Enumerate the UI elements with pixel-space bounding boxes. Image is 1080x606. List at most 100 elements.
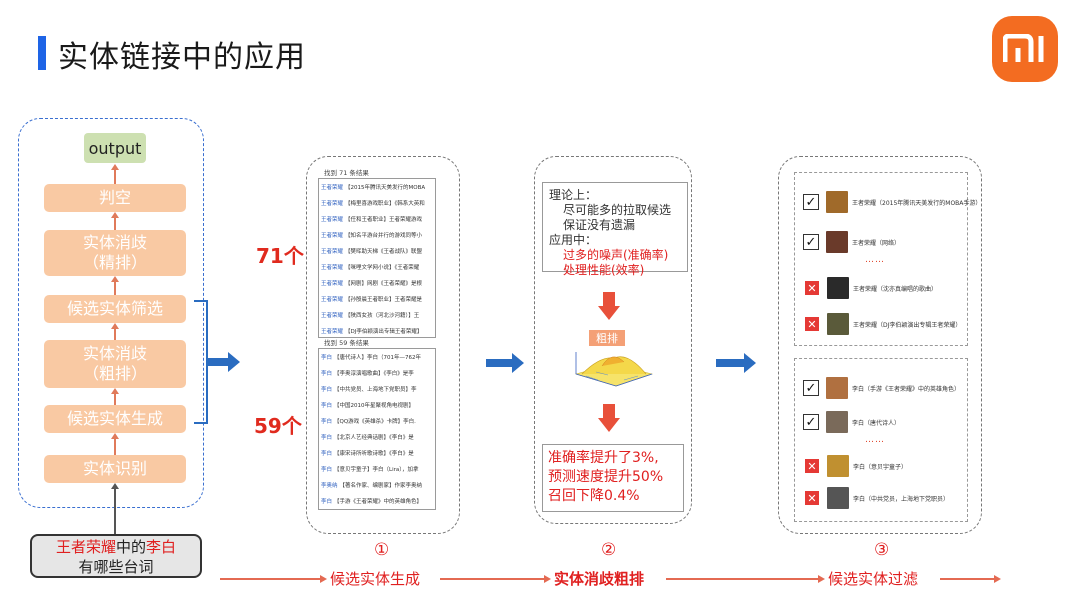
result-entity-link[interactable]: 王者荣耀 — [321, 297, 344, 303]
candidate-thumbnail — [827, 455, 849, 477]
query-connector — [114, 488, 116, 534]
result-entity-link[interactable]: 王者荣耀 — [321, 281, 344, 287]
search-result-row[interactable]: 王者荣耀【网剧】网剧《王者荣耀》是根 — [321, 275, 433, 291]
search-result-row[interactable]: 李白【李奥淳演唱歌曲】《李白》是李 — [321, 365, 433, 381]
search-result-row[interactable]: 李白【中国2010年星聚视角电视剧】 — [321, 397, 433, 413]
coarse-ranking-label: 粗排 — [589, 330, 625, 346]
search-result-row[interactable]: 李白【中共党员、上海地下党职员】李 — [321, 381, 433, 397]
blue-arrow-2 — [486, 353, 524, 373]
connector — [114, 393, 116, 405]
search-result-row[interactable]: 李奥纳【著名作家、编剧家】作家李奥纳 — [321, 477, 433, 493]
search-result-row[interactable]: 李白【手游《王者荣耀》中的英雄角色】 — [321, 493, 433, 509]
candidate-text: 李白（意贝宇童子） — [853, 463, 908, 471]
stage-entity-recognition: 实体识别 — [44, 455, 186, 483]
search-result-row[interactable]: 王者荣耀【陕西女孩（河北沙河籍）】王 — [321, 307, 433, 323]
result-entity-link[interactable]: 王者荣耀 — [321, 313, 344, 319]
checkbox-checked-icon[interactable]: ✓ — [803, 414, 819, 430]
result-head-a: 找到 71 条结果 — [324, 169, 369, 177]
filter-group-b: ✓ 李白（手游《王者荣耀》中的英雄角色） ✓ 李白（唐代诗人） …… ✕ 李白（… — [794, 358, 968, 522]
candidate-thumbnail — [827, 487, 849, 509]
connector-arrowhead — [111, 323, 119, 329]
candidate-text: 李白（唐代诗人） — [852, 419, 901, 427]
search-result-row[interactable]: 李白【唐代诗人】李白（701年—762年 — [321, 349, 433, 365]
search-result-row[interactable]: 李白【意贝宇童子】李白（Lira），加拿 — [321, 461, 433, 477]
step-2-number: ② — [601, 540, 617, 560]
result-description: 【中共党员、上海地下党职员】李 — [334, 387, 417, 393]
search-result-row[interactable]: 李白【康宋诗所听歌诗歌】《李白》是 — [321, 445, 433, 461]
result-entity-link[interactable]: 李白 — [321, 355, 333, 361]
checkbox-checked-icon[interactable]: ✓ — [803, 234, 819, 250]
theory-line-4: 应用中： — [549, 233, 598, 247]
theory-line-5: 过多的噪声(准确率) — [563, 248, 669, 262]
cross-icon[interactable]: ✕ — [805, 317, 819, 331]
result-description: 【著名作家、编剧家】作家李奥纳 — [339, 483, 423, 489]
cross-icon[interactable]: ✕ — [805, 281, 819, 295]
connector — [114, 281, 116, 295]
result-entity-link[interactable]: 王者荣耀 — [321, 201, 344, 207]
search-result-row[interactable]: 王者荣耀【孙殷晨王者职业】王者荣耀是 — [321, 291, 433, 307]
result-entity-link[interactable]: 李白 — [321, 387, 333, 393]
count-a: 71个 — [256, 244, 304, 268]
result-description: 【咪哩文学网小说】《王者荣耀 — [345, 265, 420, 271]
step-3-number: ③ — [874, 540, 890, 560]
search-result-row[interactable]: 王者荣耀【2015年腾讯天美发行的MOBA — [321, 179, 433, 195]
search-result-row[interactable]: 王者荣耀【咪哩文学网小说】《王者荣耀 — [321, 259, 433, 275]
candidate-row: ✕ 李白（意贝宇童子） — [803, 453, 907, 479]
step-3-label: 候选实体过滤 — [828, 570, 919, 588]
checkbox-checked-icon[interactable]: ✓ — [803, 380, 819, 396]
result-description: 【康宋诗所听歌诗歌】《李白》是 — [334, 451, 414, 457]
result-entity-link[interactable]: 王者荣耀 — [321, 249, 344, 255]
search-result-row[interactable]: 李白【北京人艺经典话剧】《李白》是 — [321, 429, 433, 445]
candidate-row: ✕ 王者荣耀（DJ李伯颖演出专辑王者荣耀） — [803, 311, 961, 337]
checkbox-checked-icon[interactable]: ✓ — [803, 194, 819, 210]
theory-line-2: 尽可能多的拉取候选 — [563, 203, 672, 217]
cross-icon[interactable]: ✕ — [805, 459, 819, 473]
panel-candidate-filter — [778, 156, 982, 534]
query-line-2: 有哪些台词 — [78, 558, 154, 576]
result-description: 【任和王者职业】王者荣耀游戏 — [345, 217, 423, 223]
stage-label: 实体识别 — [82, 459, 147, 478]
search-result-row[interactable]: 王者荣耀【梅里喜游戏职业】《韩系大英和 — [321, 195, 433, 211]
result-entity-link[interactable]: 李白 — [321, 467, 333, 473]
result-entity-link[interactable]: 李白 — [321, 451, 333, 457]
search-result-row[interactable]: 王者荣耀【任和王者职业】王者荣耀游戏 — [321, 211, 433, 227]
red-down-arrow-1 — [598, 292, 620, 320]
result-entity-link[interactable]: 王者荣耀 — [321, 265, 344, 271]
timeline-segment — [220, 578, 324, 580]
candidate-thumbnail — [826, 377, 848, 399]
result-entity-link[interactable]: 王者荣耀 — [321, 329, 344, 335]
result-description: 【QQ游戏《英雄杀》卡牌】李白. — [334, 419, 416, 425]
result-entity-link[interactable]: 李白 — [321, 371, 333, 377]
result-entity-link[interactable]: 李白 — [321, 419, 333, 425]
theory-line-1: 理论上： — [549, 188, 598, 202]
query-box: 王者荣耀中的李白 有哪些台词 — [30, 534, 202, 578]
stage-output: output — [84, 133, 146, 163]
result-entity-link[interactable]: 李白 — [321, 435, 333, 441]
candidate-row: ✕ 王者荣耀（沈亦真编唱的歌曲） — [803, 275, 937, 301]
connector-arrowhead — [111, 276, 119, 282]
theory-line-3: 保证没有遗漏 — [563, 218, 636, 232]
query-entity-game: 王者荣耀 — [55, 538, 116, 556]
candidate-text: 王者荣耀（2015年腾讯天美发行的MOBA手游） — [852, 199, 982, 207]
timeline-arrowhead — [320, 574, 327, 583]
search-result-row[interactable]: 王者荣耀【樊晖助天梯《王者战队》联盟 — [321, 243, 433, 259]
connector-arrowhead — [111, 164, 119, 170]
theory-box: 理论上： 尽可能多的拉取候选 保证没有遗漏 应用中： 过多的噪声(准确率) 处理… — [542, 182, 688, 277]
result-entity-link[interactable]: 王者荣耀 — [321, 233, 344, 239]
result-description: 【李奥淳演唱歌曲】《李白》是李 — [334, 371, 414, 377]
candidate-thumbnail — [826, 231, 848, 253]
candidate-text: 李白（手游《王者荣耀》中的英雄角色） — [852, 385, 961, 393]
result-entity-link[interactable]: 李奥纳 — [321, 483, 338, 489]
stage-fine-ranking: 实体消歧 （精排） — [44, 230, 186, 276]
search-result-row[interactable]: 李白【QQ游戏《英雄杀》卡牌】李白. — [321, 413, 433, 429]
search-result-row[interactable]: 王者荣耀【DJ李伯颖演出专辑王者荣耀】 — [321, 323, 433, 339]
result-entity-link[interactable]: 王者荣耀 — [321, 185, 344, 191]
result-entity-link[interactable]: 李白 — [321, 499, 333, 505]
result-description: 【北京人艺经典话剧】《李白》是 — [334, 435, 414, 441]
candidate-thumbnail — [827, 313, 849, 335]
search-result-row[interactable]: 王者荣耀【知名平游台并行的游戏同等小 — [321, 227, 433, 243]
result-entity-link[interactable]: 李白 — [321, 403, 333, 409]
result-entity-link[interactable]: 王者荣耀 — [321, 217, 344, 223]
cross-icon[interactable]: ✕ — [805, 491, 819, 505]
ellipsis: …… — [865, 435, 885, 445]
